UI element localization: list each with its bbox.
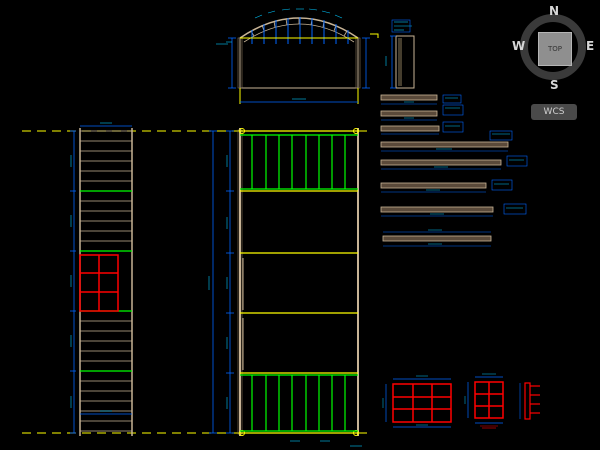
viewcube-top-face[interactable]: TOP	[538, 32, 572, 66]
section-detail	[390, 19, 415, 89]
compass-north-label[interactable]: N	[549, 4, 560, 18]
beam-sections	[380, 94, 528, 247]
viewcube[interactable]: TOP N S E W	[512, 4, 596, 92]
left-elevation	[70, 122, 133, 436]
wcs-menu-button[interactable]: WCS	[531, 104, 577, 120]
arch-detail	[216, 8, 387, 104]
red-frame-details	[382, 373, 540, 429]
centre-elevation	[208, 128, 362, 447]
compass-south-label[interactable]: S	[550, 78, 559, 92]
viewcube-compass-ring[interactable]	[520, 14, 586, 80]
compass-east-label[interactable]: E	[586, 39, 595, 53]
left-red-window	[79, 254, 119, 312]
compass-west-label[interactable]: W	[512, 39, 526, 53]
